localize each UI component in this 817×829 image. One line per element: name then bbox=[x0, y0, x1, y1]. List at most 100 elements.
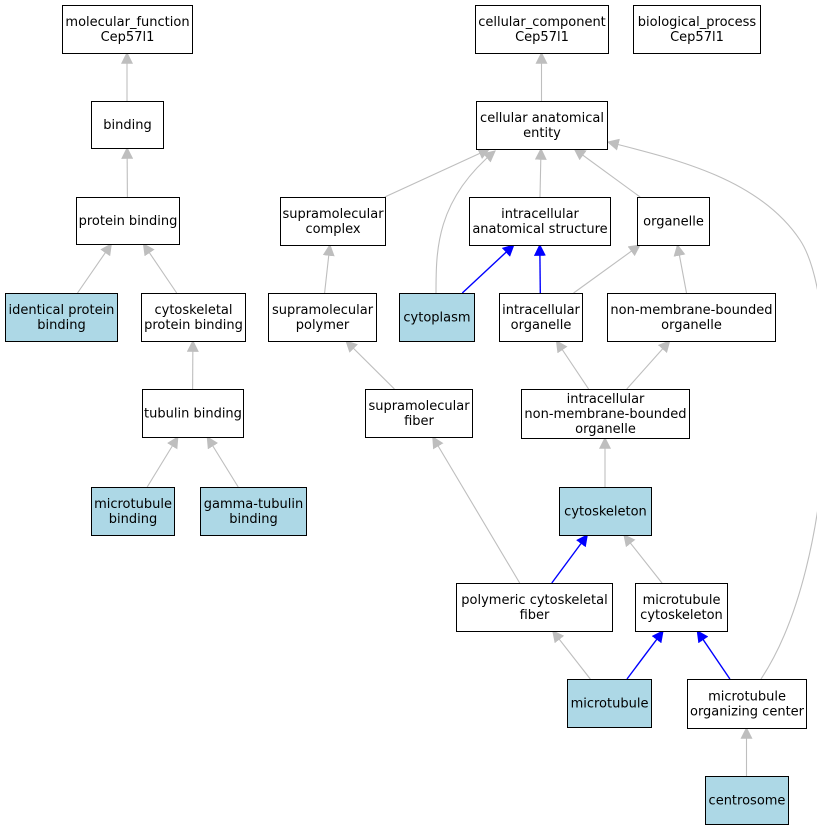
node-centrosome[interactable]: centrosome bbox=[705, 776, 789, 825]
node-label: Cep57l1 bbox=[670, 30, 724, 45]
edges-layer bbox=[77, 51, 817, 776]
edge-microtubule-cytoskeleton-to-cytoskeleton bbox=[623, 534, 663, 584]
node-box bbox=[705, 776, 789, 825]
node-label: organelle bbox=[643, 215, 704, 230]
node-label: cytoskeleton bbox=[640, 608, 723, 623]
node-label: intracellular bbox=[501, 207, 579, 222]
node-label: organelle bbox=[661, 318, 722, 333]
node-label: molecular_function bbox=[65, 15, 189, 30]
node-box bbox=[91, 101, 164, 149]
node-box bbox=[476, 101, 608, 150]
node-label: cytoskeletal bbox=[154, 303, 232, 318]
edge-cytoplasm-to-cellular-anatomical-entity bbox=[435, 150, 496, 294]
node-label: anatomical structure bbox=[472, 222, 607, 237]
node-binding[interactable]: binding bbox=[91, 101, 164, 149]
node-box bbox=[62, 5, 193, 54]
edge-intracellular-anatomical-structure-to-cellular-anatomical-entity bbox=[534, 147, 547, 198]
edge-cytoplasm-to-intracellular-anatomical-structure bbox=[461, 244, 515, 294]
node-label: Cep57l1 bbox=[101, 30, 155, 45]
node-label: cellular anatomical bbox=[480, 111, 604, 126]
node-label: intracellular bbox=[567, 392, 645, 407]
edge-microtubule-organizing-center-to-microtubule-cytoskeleton bbox=[696, 630, 731, 680]
node-label: intracellular bbox=[502, 303, 580, 318]
node-label: entity bbox=[523, 126, 561, 141]
node-box bbox=[687, 679, 807, 729]
node-box bbox=[141, 293, 246, 342]
node-microtubule[interactable]: microtubule bbox=[567, 679, 652, 728]
edge-microtubule-binding-to-tubulin-binding bbox=[146, 435, 179, 488]
node-label: tubulin binding bbox=[144, 407, 242, 422]
node-label: organizing center bbox=[690, 705, 805, 720]
node-cytoplasm[interactable]: cytoplasm bbox=[399, 293, 475, 342]
edge-intracellular-organelle-to-organelle bbox=[573, 244, 641, 294]
nodes-layer: molecular_functionCep57l1bindingprotein … bbox=[5, 5, 807, 825]
node-label: microtubule bbox=[94, 497, 172, 512]
node-label: organelle bbox=[511, 318, 572, 333]
node-label: complex bbox=[305, 222, 360, 237]
edge-supramolecular-polymer-to-supramolecular-complex bbox=[322, 243, 335, 294]
node-label: cellular_component bbox=[478, 15, 606, 30]
node-label: polymeric cytoskeletal bbox=[461, 593, 607, 608]
node-box bbox=[142, 389, 244, 438]
node-label: cytoplasm bbox=[403, 311, 470, 326]
node-box bbox=[456, 583, 613, 632]
edge-microtubule-organizing-center-to-cellular-anatomical-entity bbox=[606, 138, 817, 680]
edge-microtubule-to-polymeric-cytoskeletal-fiber bbox=[552, 630, 591, 680]
node-label: identical protein bbox=[9, 303, 115, 318]
edge-organelle-to-cellular-anatomical-entity bbox=[573, 148, 641, 198]
node-label: centrosome bbox=[709, 794, 786, 809]
node-label: binding bbox=[103, 118, 151, 133]
node-box bbox=[635, 583, 728, 632]
node-protein-binding[interactable]: protein binding bbox=[76, 197, 180, 245]
node-label: cytoskeleton bbox=[564, 505, 647, 520]
node-box bbox=[200, 487, 307, 536]
node-cytoskeleton[interactable]: cytoskeleton bbox=[559, 487, 652, 536]
edge-intracellular-organelle-to-intracellular-anatomical-structure bbox=[533, 243, 546, 294]
node-intracellular-nmb-organelle[interactable]: intracellularnon-membrane-boundedorganel… bbox=[521, 389, 690, 439]
node-label: binding bbox=[229, 512, 277, 527]
node-label: non-membrane-bounded bbox=[610, 303, 772, 318]
node-label: supramolecular bbox=[272, 303, 374, 318]
node-organelle[interactable]: organelle bbox=[637, 197, 710, 246]
node-box bbox=[567, 679, 652, 728]
node-label: Cep57l1 bbox=[515, 30, 569, 45]
edge-gamma-tubulin-binding-to-tubulin-binding bbox=[206, 435, 239, 488]
node-label: microtubule bbox=[708, 690, 786, 705]
edge-polymeric-cytoskeletal-fiber-to-supramolecular-fiber bbox=[432, 435, 521, 584]
node-label: gamma-tubulin bbox=[204, 497, 304, 512]
node-label: biological_process bbox=[638, 15, 757, 30]
node-tubulin-binding[interactable]: tubulin binding bbox=[142, 389, 244, 438]
node-box bbox=[475, 5, 609, 54]
edge-intracellular-nmb-organelle-to-intracellular-organelle bbox=[555, 340, 590, 390]
node-box bbox=[268, 293, 377, 342]
edge-non-membrane-bounded-organelle-to-organelle bbox=[673, 243, 688, 294]
node-label: fiber bbox=[520, 608, 550, 623]
node-label: binding bbox=[109, 512, 157, 527]
edge-intracellular-nmb-organelle-to-non-membrane-bounded-organelle bbox=[626, 340, 671, 390]
node-box bbox=[559, 487, 652, 536]
node-box bbox=[280, 197, 386, 246]
node-box bbox=[5, 293, 118, 342]
node-box bbox=[499, 293, 583, 342]
node-box bbox=[633, 5, 761, 54]
node-box bbox=[637, 197, 710, 246]
node-label: non-membrane-bounded bbox=[524, 407, 686, 422]
